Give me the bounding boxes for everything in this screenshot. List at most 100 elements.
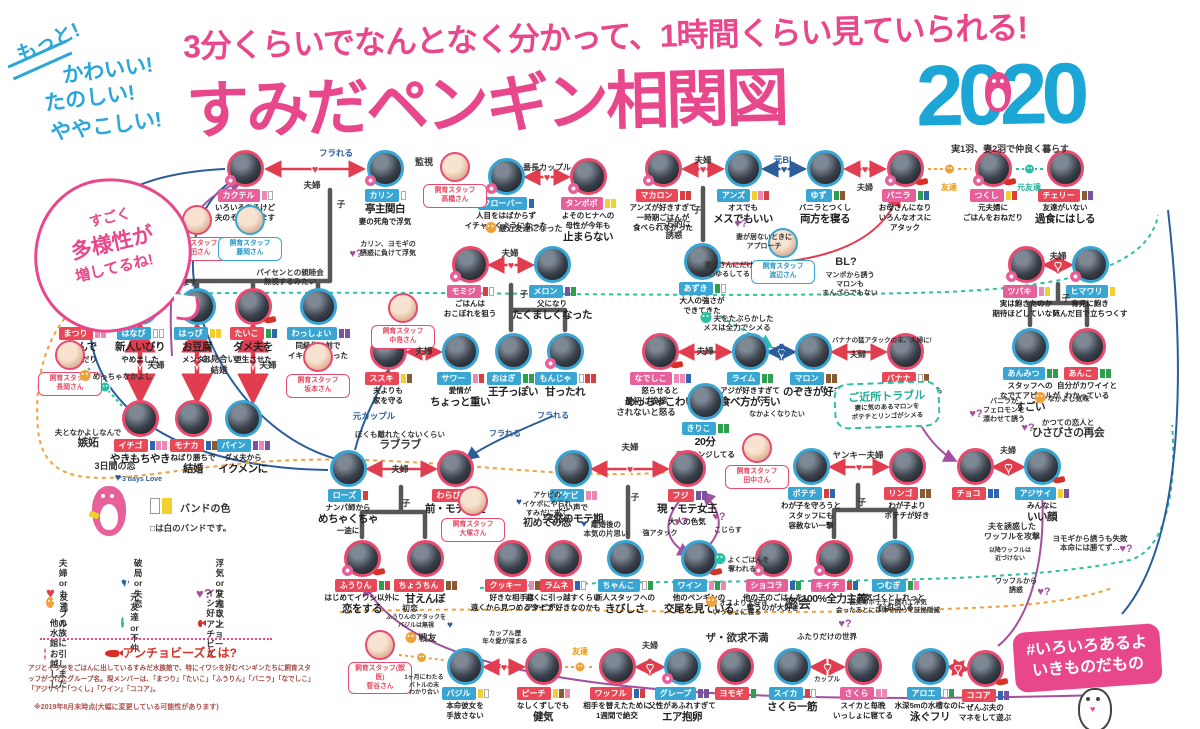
penguin-avatar — [299, 288, 337, 325]
exfriend-penguin-icon — [700, 312, 712, 323]
moved-flower-icon — [884, 175, 896, 186]
relationship-label: 渡辺さんにだけ心ゆるしてる — [704, 262, 754, 278]
relationship-label: 子 — [401, 498, 411, 508]
relationship-label: 子 — [630, 492, 640, 502]
penguin-caption: よそのヒナへの母性が今年も止まらない — [561, 211, 615, 243]
friend-penguin-icon — [1034, 392, 1046, 403]
exfriend-penguin-icon — [714, 553, 726, 564]
penguin-node: ちょうちん甘えんぼ — [379, 540, 471, 607]
legend-item: 元友達 or 不仲 — [121, 592, 147, 653]
penguin-name-tag: さくら — [839, 687, 874, 700]
mascot-penguin-icon — [88, 486, 126, 536]
band-chips — [698, 689, 710, 698]
penguin-node: タンポポよそのヒナへの母性が今年も止まらない — [542, 158, 634, 244]
penguin-avatar — [773, 648, 811, 685]
svg-text:♥: ♥ — [501, 662, 508, 674]
penguin-name-tag: ふうりん — [334, 579, 377, 592]
band-chips — [846, 581, 858, 590]
relationship-label: かつての恋人とひさびさの再会 — [1031, 418, 1105, 440]
relationship-label: 離婚後の本気の片思い — [583, 520, 629, 539]
relationship-label: 子 — [1061, 293, 1071, 303]
relationship-label: ♥? — [734, 218, 748, 230]
penguin-avatar — [341, 540, 385, 577]
moved-flower-icon — [364, 175, 376, 186]
staff-avatar — [458, 486, 488, 516]
penguin-node: アジサイみんなにいい顔 — [996, 448, 1088, 524]
relationship-label: 夫婦 — [621, 442, 639, 452]
penguin-caption: アジが好きすぎて食べ方が汚い — [720, 386, 781, 408]
staff-name-box: 飼育スタッフ大塚さん — [441, 518, 505, 542]
band-chips — [528, 581, 540, 590]
band-chips — [823, 489, 835, 498]
penguin-caption: スタッフへのなでてアピールがすごい — [1000, 381, 1060, 413]
moved-flower-icon — [752, 565, 764, 576]
relationship-label: アケビのイケボにやられすみだに来て初めての恋 — [522, 492, 572, 530]
penguin-avatar — [598, 648, 636, 685]
penguin-name-tag: あんこ — [1063, 367, 1098, 380]
band-chips — [1058, 489, 1070, 498]
relationship-label: 以降ワッフルは近づけない — [988, 548, 1032, 562]
relationship-label: 夫となかよしなんで嫉妬 — [54, 428, 122, 450]
svg-text:♥: ♥ — [312, 164, 319, 176]
penguin-node: モミジごはんはおこぼれを狙う — [424, 246, 516, 319]
relationship-label: 彼女のポテチに隠れて浮気会ったあとには体を洗って証拠隠滅 — [836, 599, 940, 615]
penguin-avatar — [544, 333, 584, 370]
relationship-label: ♥? — [838, 618, 852, 630]
friend-penguin-icon — [485, 222, 497, 233]
penguin-avatar — [567, 158, 607, 195]
penguin-node: つむぎ気づくとしれっとそばにいる — [849, 540, 941, 613]
svg-text:♥: ♥ — [508, 260, 515, 272]
staff-name-box: 飼育スタッフ高橋さん — [423, 184, 487, 208]
staff-name-box: 飼育スタッフ藤岡さん — [218, 237, 282, 261]
relationship-label: フラれる — [489, 429, 521, 438]
staff-avatar — [440, 152, 470, 182]
staff-name-box: 飼育スタッフ(獣医)菅谷さん — [348, 662, 412, 695]
penguin-name-tag: チェリー — [1037, 189, 1080, 202]
svg-text:♥: ♥ — [136, 355, 144, 370]
staff-avatar — [55, 340, 85, 370]
relationship-label: 夫婦 — [1049, 251, 1067, 261]
penguin-caption: ぜんぶ夫のマネをして遊ぶ — [958, 703, 1012, 722]
relationship-label: 子 — [692, 205, 702, 215]
penguin-avatar — [792, 448, 830, 485]
anchovy-fish-icon — [915, 177, 928, 187]
penguin-avatar — [1005, 246, 1045, 283]
penguin-avatar — [544, 540, 582, 577]
penguin-node: おはぎ王子っぽい — [467, 333, 559, 400]
penguin-avatar — [724, 150, 762, 187]
svg-text:♥: ♥ — [193, 355, 201, 370]
penguin-caption: いい声で突然のモテ期 — [543, 503, 604, 525]
penguin-node: カリン亭主関白妻の死角で浮気 — [339, 150, 431, 226]
staff-node: 飼育スタッフ(獣医)菅谷さん — [341, 630, 419, 695]
relationship-label: 夫婦 — [501, 248, 519, 258]
relationship-label: お見合い結婚 — [201, 354, 237, 375]
relationship-label: ♥ — [114, 472, 122, 484]
penguin-avatar — [716, 648, 754, 685]
band-chips — [917, 191, 929, 200]
penguin-name-tag: たいこ — [229, 327, 264, 340]
penguin-node: さくらスイカと毎晩いっしょに寝てる — [817, 648, 909, 721]
penguin-name-tag: まつり — [58, 327, 93, 340]
svg-text:♥: ♥ — [647, 662, 654, 674]
penguin-name-tag: フジ — [667, 489, 694, 502]
band-chips — [1046, 369, 1058, 378]
penguin-caption: 甘えんぼ — [405, 593, 446, 605]
relationship-label: ♥? — [712, 511, 726, 523]
penguin-name-tag: ワッフル — [589, 687, 632, 700]
penguin-caption: 気づくとしれっとそばにいる — [865, 593, 925, 612]
relationship-label: 一方的に誘惑 — [656, 219, 692, 240]
staff-name-box: 飼育スタッフ中島さん — [371, 325, 435, 349]
moved-flower-icon — [341, 565, 353, 576]
band-chips — [673, 374, 691, 383]
penguin-caption: スイカと毎晩いっしょに寝てる — [833, 701, 893, 720]
friend-penguin-icon — [405, 632, 417, 643]
trouble-body: 妻に気のあるマロンをポテチとリンゴがシメる — [851, 402, 924, 422]
penguin-avatar — [686, 383, 724, 420]
penguin-name-tag: あんみつ — [1002, 367, 1045, 380]
band-chips — [564, 287, 576, 296]
flower-icon — [44, 647, 46, 660]
penguin-caption: 大人の強さができてきた — [679, 296, 725, 315]
relationship-label: 番長カップル — [523, 163, 571, 172]
relationship-label: 1ヶ月にわたるバトルの末わかり合い — [404, 675, 444, 696]
